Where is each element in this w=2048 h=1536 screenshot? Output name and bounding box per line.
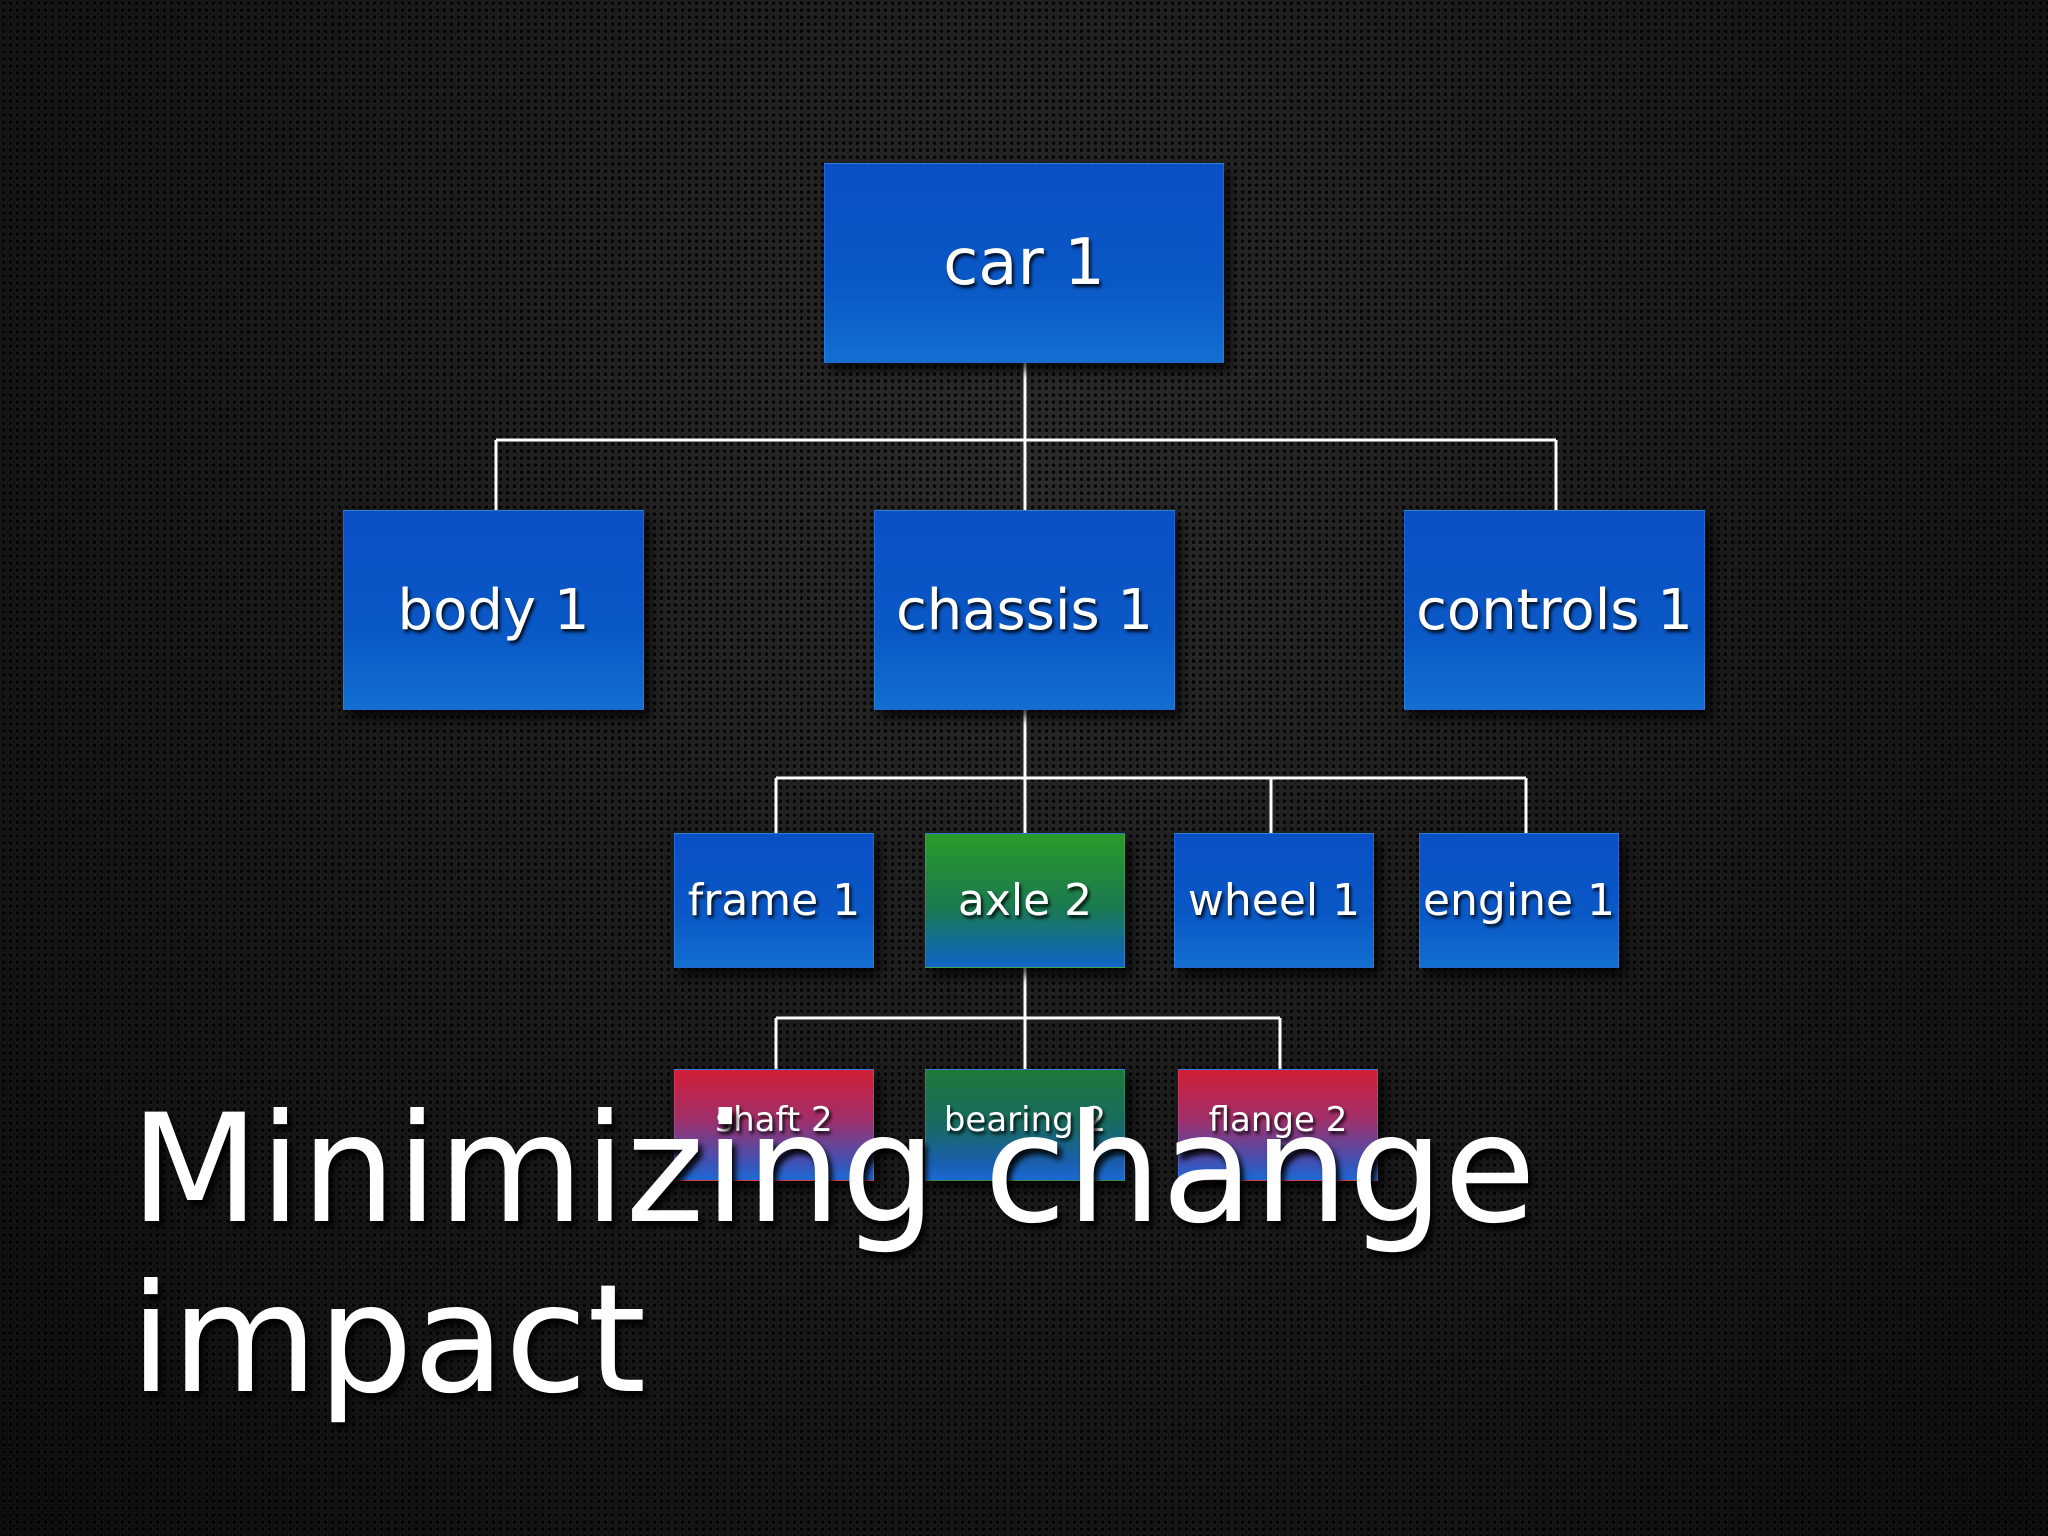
- node-controls-label: controls 1: [1416, 577, 1693, 643]
- node-flange: flange 2: [1178, 1069, 1378, 1181]
- node-frame: frame 1: [674, 833, 874, 968]
- node-engine-label: engine 1: [1422, 875, 1616, 926]
- node-engine: engine 1: [1419, 833, 1619, 968]
- node-wheel-label: wheel 1: [1187, 875, 1361, 926]
- node-chassis: chassis 1: [874, 510, 1175, 710]
- node-shaft: shaft 2: [674, 1069, 874, 1181]
- node-flange-label: flange 2: [1208, 1100, 1348, 1140]
- node-body-label: body 1: [397, 577, 590, 643]
- slide-title: Minimizing change impact: [130, 1083, 1537, 1427]
- node-shaft-label: shaft 2: [715, 1100, 833, 1140]
- node-chassis-label: chassis 1: [895, 577, 1154, 643]
- node-axle: axle 2: [925, 833, 1125, 968]
- node-wheel: wheel 1: [1174, 833, 1374, 968]
- node-bearing: bearing 2: [925, 1069, 1125, 1181]
- node-frame-label: frame 1: [687, 875, 861, 926]
- node-controls: controls 1: [1404, 510, 1705, 710]
- node-car-label: car 1: [943, 226, 1105, 300]
- node-axle-label: axle 2: [957, 875, 1093, 926]
- node-bearing-label: bearing 2: [943, 1100, 1107, 1140]
- node-car: car 1: [824, 163, 1224, 363]
- node-body: body 1: [343, 510, 644, 710]
